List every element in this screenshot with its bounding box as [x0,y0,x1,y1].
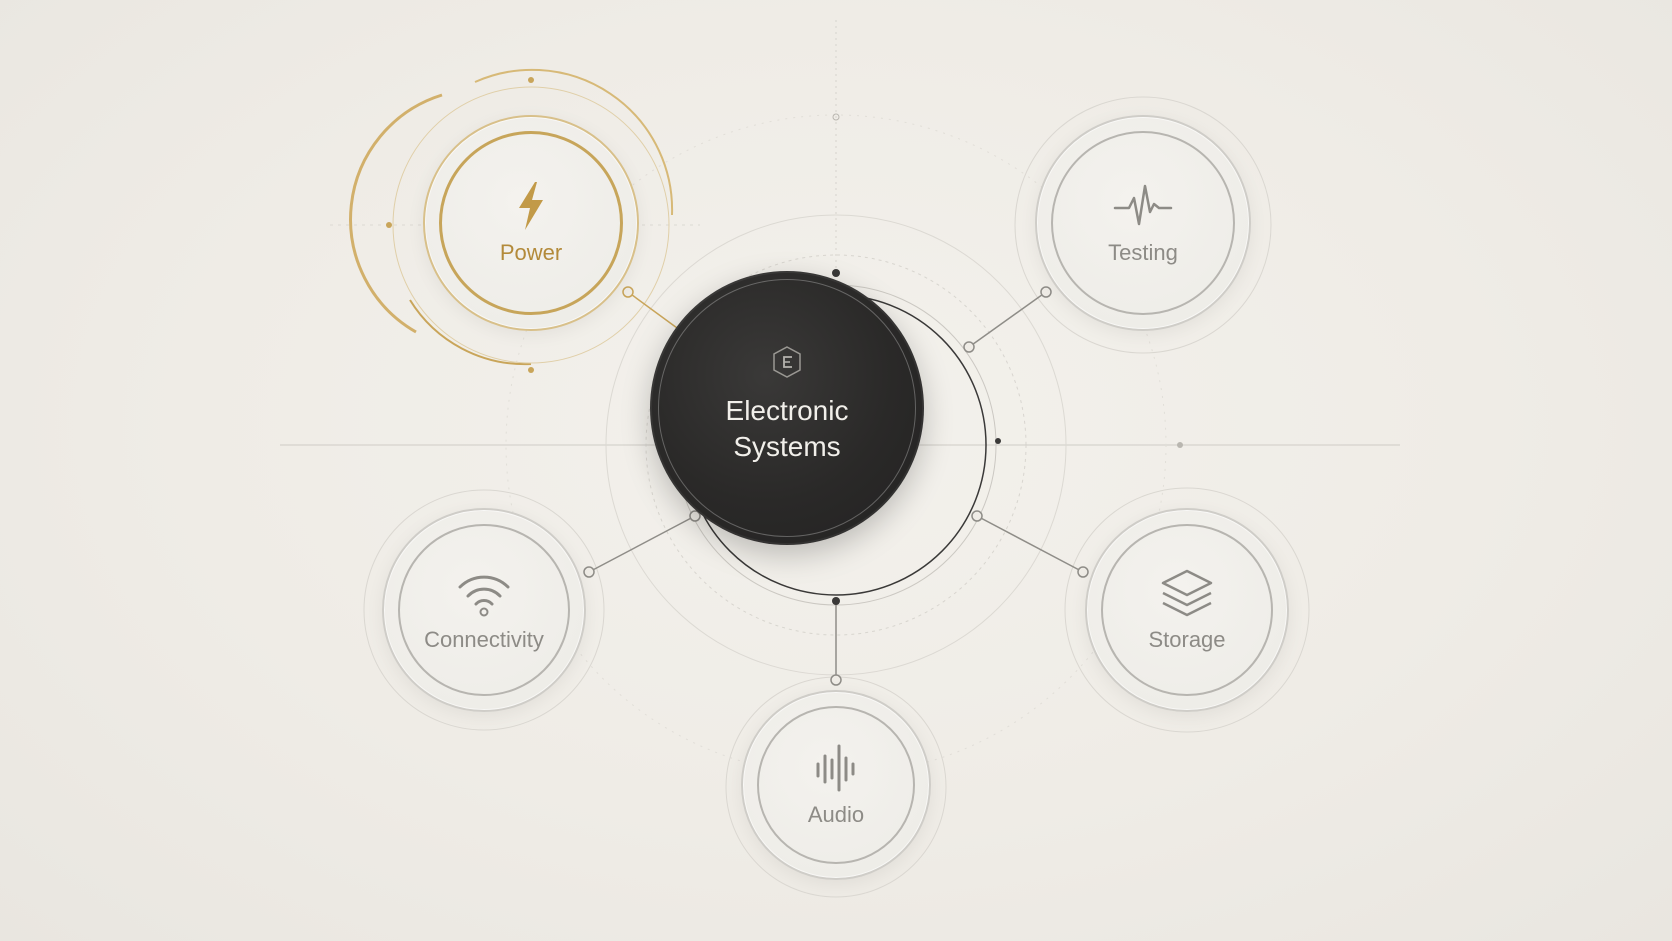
outer-orbit-ring [505,114,1167,776]
center-right-dot [995,438,1001,444]
power-inner-ring [439,131,623,315]
node-label-storage: Storage [1148,627,1226,652]
center-node-electronic-systems[interactable]: Electronic Systems [650,271,924,545]
storage-inner-ring [1101,524,1273,696]
inner-orbit-ring [645,254,1027,636]
power-endpoint-dot [622,286,634,298]
connectivity-halo-ring [363,489,605,731]
center-title: Electronic Systems [726,393,849,465]
testing-junction-dot [963,341,975,353]
audio-inner-ring [757,706,915,864]
testing-halo-ring [1014,96,1272,354]
connector-connectivity [588,515,696,573]
power-anchor-dot-left [386,222,392,228]
node-label-testing: Testing [1108,240,1178,265]
power-halo-ring [392,86,670,364]
pulse-waveform-icon [1113,184,1173,226]
lightning-bolt-icon [519,182,543,230]
power-gold-arc-left [349,93,443,334]
center-top-dot [832,269,840,277]
testing-inner-ring [1051,131,1235,315]
node-connectivity[interactable]: Connectivity [382,508,586,712]
power-gold-arc-bottom [409,299,532,366]
node-storage[interactable]: Storage [1085,508,1289,712]
top-guide-dot [832,113,840,121]
connectivity-junction-dot [689,510,701,522]
storage-endpoint-dot [1077,566,1089,578]
connector-storage [976,515,1084,573]
wifi-icon [458,575,510,617]
center-title-line1: Electronic [725,395,849,426]
power-anchor-dot-bottom [528,367,534,373]
center-title-line2: Systems [733,431,841,462]
audio-endpoint-dot [830,674,842,686]
node-label-power: Power [499,240,563,265]
node-testing[interactable]: Testing [1035,115,1251,331]
node-label-connectivity: Connectivity [424,627,544,652]
right-guide-dot [1177,442,1183,448]
stacked-layers-icon [1161,569,1213,617]
power-anchor-dot-top [528,77,534,83]
node-power[interactable]: Power [423,115,639,331]
connectivity-endpoint-dot [583,566,595,578]
chip-logo-icon [773,346,801,378]
center-bottom-dot [832,597,840,605]
center-inner-ring [658,279,916,537]
node-audio[interactable]: Audio [741,690,931,880]
connectivity-inner-ring [398,524,570,696]
storage-halo-ring [1064,487,1310,733]
connector-testing [968,291,1047,348]
storage-junction-dot [971,510,983,522]
audio-waveform-icon [816,744,855,792]
node-label-audio: Audio [807,802,865,827]
power-gold-arc-top [474,68,674,216]
testing-endpoint-dot [1040,286,1052,298]
